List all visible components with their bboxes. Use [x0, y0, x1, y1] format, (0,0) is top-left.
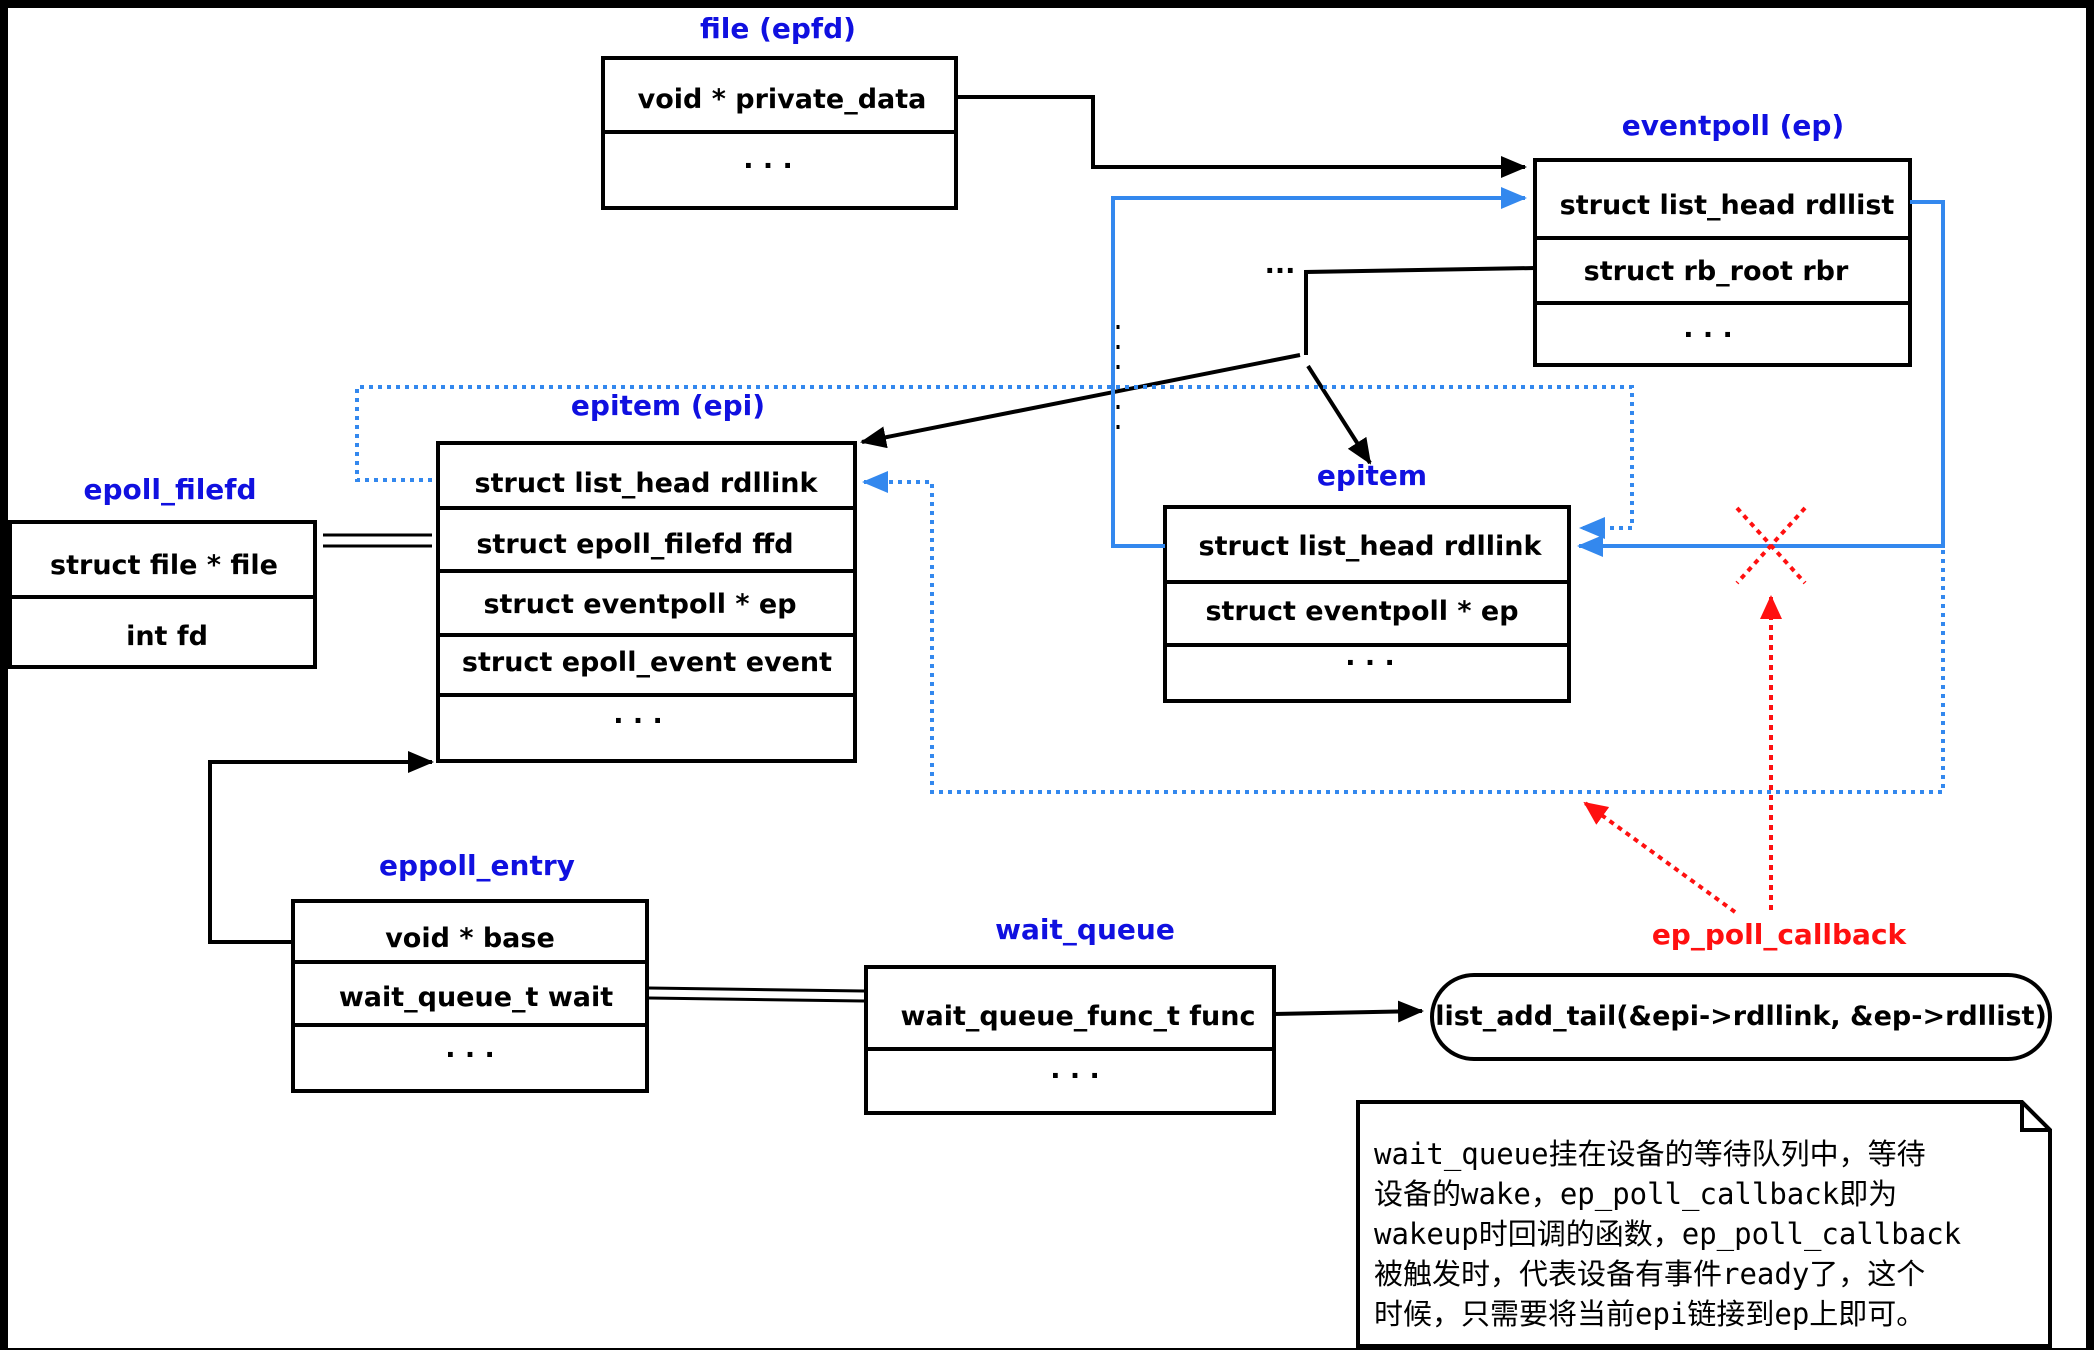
eventpoll-title: eventpoll (ep) [1622, 109, 1844, 142]
wait-queue-field-func: wait_queue_func_t func [901, 1001, 1256, 1032]
epoll-filefd-title: epoll_filefd [83, 473, 256, 506]
struct-eventpoll: eventpoll (ep) struct list_head rdllist … [1533, 109, 1912, 367]
file-title: file (epfd) [700, 12, 856, 45]
epitem-second-field-ep: struct eventpoll * ep [1205, 596, 1518, 627]
epitem-epi-field-ep: struct eventpoll * ep [483, 589, 796, 620]
blue-dotted-new-link-to-epi [862, 471, 1945, 794]
epoll-filefd-field-file: struct file * file [50, 550, 278, 581]
link-wait-queue-a [648, 986, 865, 993]
epitem-epi-title: epitem (epi) [571, 389, 765, 422]
line-rbr-branch [1304, 266, 1536, 355]
file-field-ellipsis: · · · [743, 151, 793, 182]
arrow-rbr-to-epitem-epi [860, 353, 1301, 449]
struct-epoll-filefd: epoll_filefd struct file * file int fd [8, 473, 317, 669]
list-add-tail-label: list_add_tail(&epi->rdllink, &ep->rdllis… [1435, 1001, 2047, 1032]
struct-file-epfd: file (epfd) void * private_data · · · [601, 12, 958, 210]
epitem-second-field-rdllink: struct list_head rdllink [1199, 531, 1543, 562]
eppoll-entry-title: eppoll_entry [379, 849, 575, 882]
arrow-private-data-to-eventpoll [956, 95, 1527, 178]
explanation-note: wait_queue挂在设备的等待队列中，等待 设备的wake，ep_poll_… [1356, 1100, 2052, 1348]
eventpoll-field-ellipsis: · · · [1683, 320, 1733, 351]
note-line-2: 设备的wake，ep_poll_callback即为 [1374, 1177, 1897, 1212]
arrow-func-to-list-add-tail [1273, 1000, 1424, 1023]
epoll-filefd-field-fd: int fd [126, 621, 208, 652]
red-x-cut-b [1735, 506, 1807, 585]
note-line-1: wait_queue挂在设备的等待队列中，等待 [1374, 1137, 1926, 1172]
epitem-epi-field-event: struct epoll_event event [462, 647, 832, 678]
blue-link-rdllist-to-epitem [1577, 200, 1945, 557]
blue-link-rdllist-from-epitem [1111, 187, 1527, 548]
note-line-4: 被触发时，代表设备有事件ready了，这个 [1374, 1257, 1925, 1291]
note-line-5: 时候，只需要将当前epi链接到ep上即可。 [1374, 1297, 1925, 1331]
struct-eppoll-entry: eppoll_entry void * base wait_queue_t wa… [291, 849, 649, 1093]
eppoll-entry-field-wait: wait_queue_t wait [339, 982, 613, 1013]
list-add-tail-node: list_add_tail(&epi->rdllink, &ep->rdllis… [1430, 973, 2052, 1061]
struct-epitem-epi: epitem (epi) struct list_head rdllink st… [436, 389, 857, 763]
epitem-epi-field-rdllink: struct list_head rdllink [475, 468, 819, 499]
eventpoll-field-rdllist: struct list_head rdllist [1560, 190, 1895, 221]
arrow-rbr-to-epitem-second [1306, 364, 1372, 465]
red-arrow-callback-left [1583, 801, 1737, 914]
epitem-second-title: epitem [1317, 459, 1427, 492]
eppoll-entry-field-base: void * base [385, 923, 555, 954]
ep-poll-callback-label: ep_poll_callback [1652, 918, 1908, 951]
link-wait-queue-b [648, 996, 865, 1003]
wait-queue-title: wait_queue [995, 913, 1175, 946]
struct-wait-queue: wait_queue wait_queue_func_t func · · · [864, 913, 1276, 1115]
file-field-private-data: void * private_data [638, 84, 927, 115]
struct-epitem-second: epitem struct list_head rdllink struct e… [1163, 459, 1571, 703]
eppoll-entry-field-ellipsis: · · · [445, 1040, 495, 1071]
epitem-epi-field-ellipsis: · · · [613, 706, 663, 737]
arrow-base-to-epitem [208, 751, 434, 944]
note-line-3: wakeup时回调的函数，ep_poll_callback [1374, 1217, 1962, 1252]
rb-tree-ellipsis: ··· [1265, 256, 1296, 287]
epitem-second-field-ellipsis: · · · [1345, 648, 1395, 679]
epitem-epi-field-ffd: struct epoll_filefd ffd [476, 529, 793, 560]
eventpoll-field-rbr: struct rb_root rbr [1584, 256, 1849, 287]
wait-queue-field-ellipsis: · · · [1050, 1061, 1100, 1092]
